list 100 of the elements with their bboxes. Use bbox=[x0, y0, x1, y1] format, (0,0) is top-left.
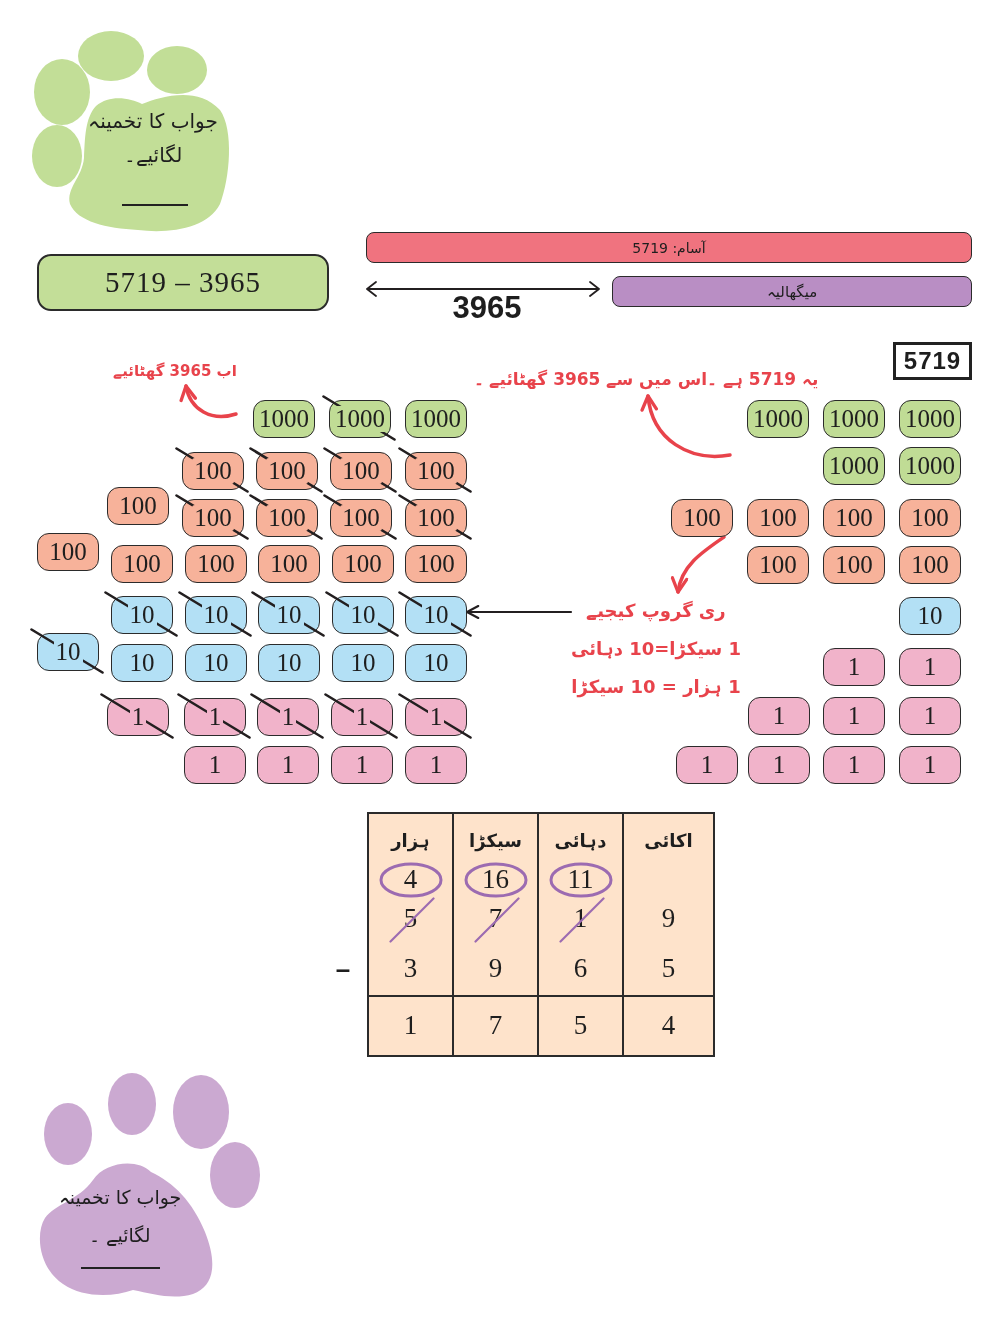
one-block bbox=[899, 746, 961, 784]
block-number: 1 bbox=[772, 751, 786, 779]
hundred-block bbox=[747, 499, 809, 537]
column-heading: اکائی bbox=[644, 830, 693, 852]
block-number: 100 bbox=[835, 504, 873, 532]
hundred-block bbox=[332, 545, 394, 583]
block-number: 1 bbox=[847, 702, 861, 730]
block-number: 100 bbox=[417, 550, 455, 578]
block-number: 10 bbox=[129, 649, 155, 677]
one-block bbox=[184, 746, 246, 784]
hundred-block bbox=[899, 499, 961, 537]
dimension-value: 3965 bbox=[452, 290, 522, 326]
digit-text: 5 bbox=[661, 953, 676, 985]
one-block bbox=[823, 697, 885, 735]
block-number: 100 bbox=[683, 504, 721, 532]
instruction-text: جواب کا تخمینہ لگائیے۔ bbox=[88, 108, 218, 169]
digit-text: 4 bbox=[403, 864, 418, 896]
block-number: 100 bbox=[759, 551, 797, 579]
block-number: 100 bbox=[759, 504, 797, 532]
thousand-block bbox=[253, 400, 315, 438]
ten-block bbox=[185, 644, 247, 682]
thousand-block bbox=[899, 447, 961, 485]
block-number: 1 bbox=[281, 751, 295, 779]
hundred-block bbox=[185, 545, 247, 583]
block-number: 10 bbox=[917, 602, 943, 630]
block-number: 100 bbox=[340, 457, 382, 485]
digit-text: 16 bbox=[482, 864, 509, 896]
thousand-block bbox=[405, 400, 467, 438]
block-number: 10 bbox=[203, 649, 229, 677]
one-block bbox=[257, 746, 319, 784]
minus-sign: – bbox=[335, 954, 351, 984]
digit-text: 3 bbox=[403, 953, 418, 985]
hundred-block bbox=[37, 533, 99, 571]
thousand-block bbox=[747, 400, 809, 438]
column-heading: ہزار bbox=[391, 830, 430, 852]
arrow bbox=[465, 604, 573, 620]
block-number: 1 bbox=[700, 751, 714, 779]
digit-text: 9 bbox=[488, 953, 503, 985]
block-number: 100 bbox=[270, 550, 308, 578]
one-block bbox=[823, 746, 885, 784]
one-block bbox=[748, 746, 810, 784]
block-number: 10 bbox=[276, 649, 302, 677]
block-number: 1 bbox=[208, 751, 222, 779]
hundred-block bbox=[899, 546, 961, 584]
block-number: 1000 bbox=[411, 405, 461, 433]
block-number: 1000 bbox=[905, 405, 955, 433]
expression-panel: 5719 – 3965 bbox=[37, 254, 329, 311]
block-number: 1 bbox=[923, 751, 937, 779]
curved-arrow bbox=[641, 394, 732, 458]
block-number: 100 bbox=[344, 550, 382, 578]
ten-block bbox=[332, 644, 394, 682]
bar-segment: آسام: 5719 bbox=[366, 232, 972, 263]
instruction-text: اب 3965 گھٹائیے bbox=[113, 356, 237, 386]
digit-text: 11 bbox=[567, 864, 594, 896]
block-number: 1000 bbox=[905, 452, 955, 480]
hundred-block bbox=[111, 545, 173, 583]
one-block bbox=[405, 746, 467, 784]
one-block bbox=[899, 697, 961, 735]
block-number: 1000 bbox=[753, 405, 803, 433]
ten-block bbox=[111, 644, 173, 682]
block-number: 100 bbox=[415, 504, 457, 532]
block-number: 100 bbox=[911, 551, 949, 579]
block-number: 100 bbox=[49, 538, 87, 566]
block-number: 100 bbox=[340, 504, 382, 532]
one-block bbox=[748, 697, 810, 735]
one-block bbox=[676, 746, 738, 784]
block-number: 10 bbox=[274, 601, 304, 629]
block-number: 1 bbox=[923, 653, 937, 681]
digit-text: 1 bbox=[573, 903, 588, 935]
one-block bbox=[823, 648, 885, 686]
digit-text: 1 bbox=[403, 1010, 418, 1042]
block-number: 100 bbox=[192, 504, 234, 532]
block-number: 1 bbox=[847, 751, 861, 779]
instruction-text: ری گروپ کیجیے bbox=[586, 599, 726, 624]
thousand-block bbox=[823, 447, 885, 485]
block-number: 100 bbox=[266, 504, 308, 532]
hundred-block bbox=[823, 499, 885, 537]
instruction-text: 1 سیکڑا=10 دہائی bbox=[570, 637, 742, 662]
block-number: 1 bbox=[355, 751, 369, 779]
block-number: 100 bbox=[835, 551, 873, 579]
block-number: 1 bbox=[847, 653, 861, 681]
digit-text: 6 bbox=[573, 953, 588, 985]
hundred-block bbox=[405, 545, 467, 583]
hundred-block bbox=[823, 546, 885, 584]
digit-text: 7 bbox=[488, 1010, 503, 1042]
number-frame: 5719 bbox=[893, 342, 972, 380]
ten-block bbox=[899, 597, 961, 635]
instruction-text: یہ 5719 ہے ۔اس میں سے 3965 گھٹائیے ۔ bbox=[473, 362, 819, 396]
bar-segment: میگھالیہ bbox=[612, 276, 972, 307]
thousand-block bbox=[899, 400, 961, 438]
block-number: 100 bbox=[119, 492, 157, 520]
curved-arrow bbox=[180, 384, 238, 419]
hundred-block bbox=[671, 499, 733, 537]
column-heading: دہائی bbox=[554, 830, 607, 852]
block-number: 100 bbox=[123, 550, 161, 578]
block-number: 100 bbox=[415, 457, 457, 485]
hundred-block bbox=[747, 546, 809, 584]
one-block bbox=[331, 746, 393, 784]
block-number: 100 bbox=[266, 457, 308, 485]
block-number: 10 bbox=[350, 649, 376, 677]
